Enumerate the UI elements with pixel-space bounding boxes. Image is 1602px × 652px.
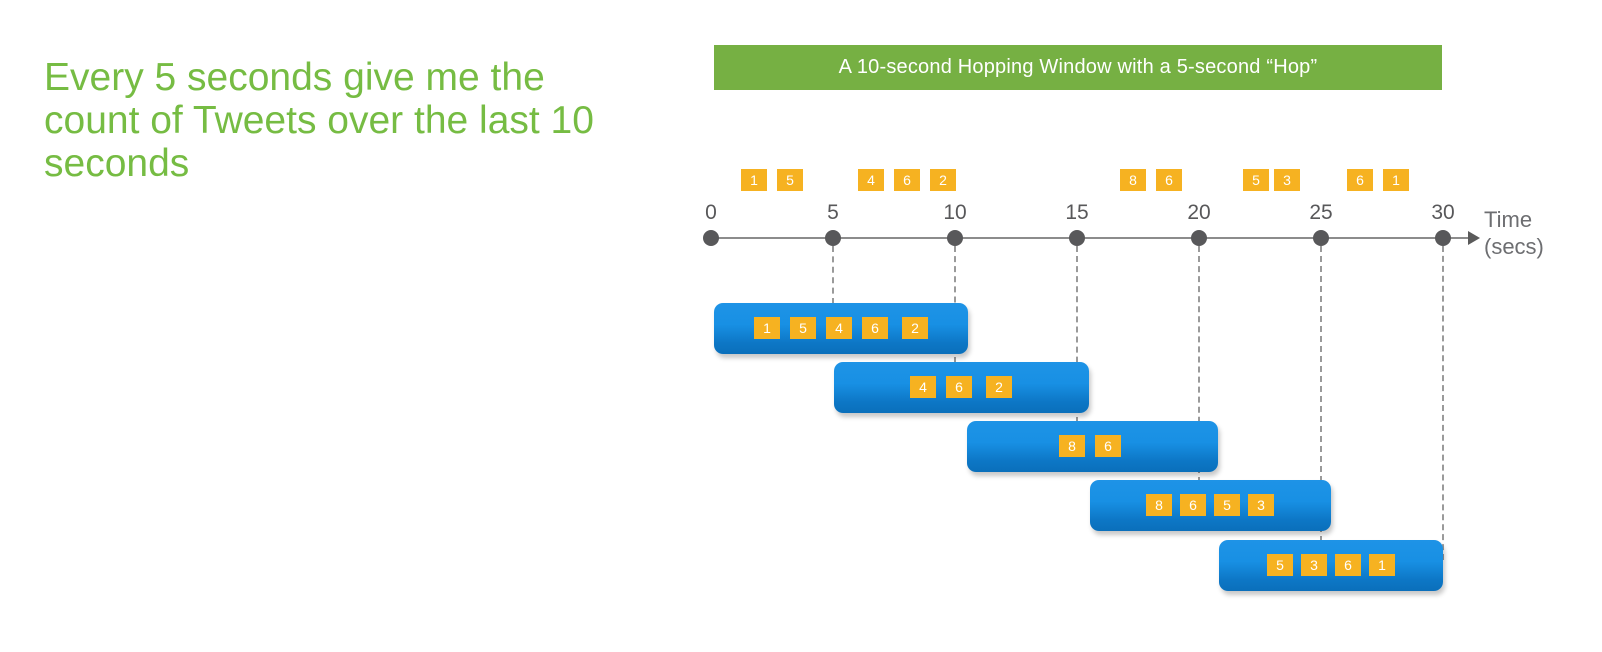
window-event-chip: 6 bbox=[1095, 435, 1121, 457]
event-chip: 5 bbox=[777, 169, 803, 191]
time-tick-label-30: 30 bbox=[1431, 201, 1455, 224]
time-tick-dot-30 bbox=[1435, 230, 1451, 246]
time-axis-label-line2: (secs) bbox=[1484, 234, 1544, 259]
dotted-guide-25 bbox=[1320, 246, 1322, 542]
event-chip: 8 bbox=[1120, 169, 1146, 191]
title-banner: A 10-second Hopping Window with a 5-seco… bbox=[714, 45, 1442, 90]
time-axis-line bbox=[711, 237, 1471, 239]
window-event-chip: 8 bbox=[1059, 435, 1085, 457]
dotted-guide-20 bbox=[1198, 246, 1200, 483]
time-tick-dot-0 bbox=[703, 230, 719, 246]
event-chip: 6 bbox=[1156, 169, 1182, 191]
time-tick-label-25: 25 bbox=[1309, 201, 1333, 224]
event-chip: 6 bbox=[1347, 169, 1373, 191]
window-event-chip: 6 bbox=[862, 317, 888, 339]
time-tick-label-5: 5 bbox=[827, 201, 839, 224]
event-chip: 1 bbox=[1383, 169, 1409, 191]
window-event-chip: 5 bbox=[1267, 554, 1293, 576]
window-event-chip: 3 bbox=[1248, 494, 1274, 516]
page-title: Every 5 seconds give me the count of Twe… bbox=[44, 56, 594, 185]
time-tick-label-0: 0 bbox=[705, 201, 717, 224]
dotted-guide-5 bbox=[832, 246, 834, 304]
window-event-chip: 5 bbox=[790, 317, 816, 339]
event-chip: 1 bbox=[741, 169, 767, 191]
time-tick-dot-10 bbox=[947, 230, 963, 246]
window-event-chip: 5 bbox=[1214, 494, 1240, 516]
window-event-chip: 6 bbox=[1180, 494, 1206, 516]
time-tick-dot-20 bbox=[1191, 230, 1207, 246]
time-tick-dot-25 bbox=[1313, 230, 1329, 246]
event-chip: 2 bbox=[930, 169, 956, 191]
time-tick-dot-15 bbox=[1069, 230, 1085, 246]
event-chip: 6 bbox=[894, 169, 920, 191]
window-event-chip: 4 bbox=[910, 376, 936, 398]
window-event-chip: 1 bbox=[1369, 554, 1395, 576]
window-event-chip: 6 bbox=[1335, 554, 1361, 576]
event-chip: 3 bbox=[1274, 169, 1300, 191]
window-event-chip: 1 bbox=[754, 317, 780, 339]
time-axis-arrow-icon bbox=[1468, 231, 1480, 245]
time-tick-dot-5 bbox=[825, 230, 841, 246]
event-chip: 5 bbox=[1243, 169, 1269, 191]
time-axis-label-line1: Time bbox=[1484, 207, 1533, 232]
time-tick-label-10: 10 bbox=[943, 201, 967, 224]
window-event-chip: 3 bbox=[1301, 554, 1327, 576]
window-event-chip: 8 bbox=[1146, 494, 1172, 516]
title-banner-label: A 10-second Hopping Window with a 5-seco… bbox=[838, 56, 1318, 78]
time-axis-label: Time (secs) bbox=[1484, 206, 1544, 260]
time-tick-label-15: 15 bbox=[1065, 201, 1089, 224]
window-event-chip: 2 bbox=[986, 376, 1012, 398]
window-event-chip: 2 bbox=[902, 317, 928, 339]
window-event-chip: 4 bbox=[826, 317, 852, 339]
window-event-chip: 6 bbox=[946, 376, 972, 398]
event-chip: 4 bbox=[858, 169, 884, 191]
time-tick-label-20: 20 bbox=[1187, 201, 1211, 224]
dotted-guide-15 bbox=[1076, 246, 1078, 423]
dotted-guide-30 bbox=[1442, 246, 1444, 560]
